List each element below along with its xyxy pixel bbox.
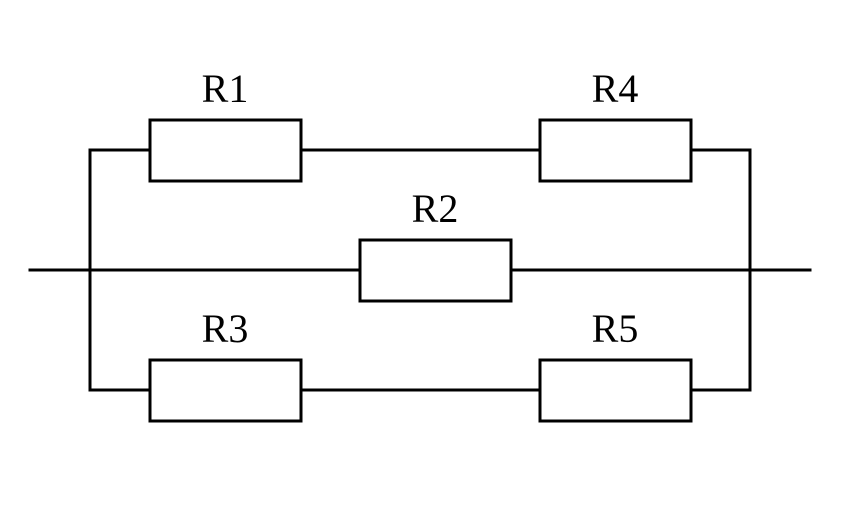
- resistor-label: R2: [412, 186, 459, 231]
- resistor-label: R3: [202, 306, 249, 351]
- resistor-body: [538, 358, 693, 423]
- resistor-body: [538, 118, 693, 183]
- resistor-body: [358, 238, 513, 303]
- resistor-label: R5: [592, 306, 639, 351]
- wires: [28, 148, 812, 392]
- resistor-r1: R1: [148, 66, 303, 183]
- resistor-body: [148, 118, 303, 183]
- resistor-label: R1: [202, 66, 249, 111]
- resistor-r4: R4: [538, 66, 693, 183]
- resistor-r5: R5: [538, 306, 693, 423]
- resistor-body: [148, 358, 303, 423]
- resistor-r2: R2: [358, 186, 513, 303]
- resistor-r3: R3: [148, 306, 303, 423]
- resistor-label: R4: [592, 66, 639, 111]
